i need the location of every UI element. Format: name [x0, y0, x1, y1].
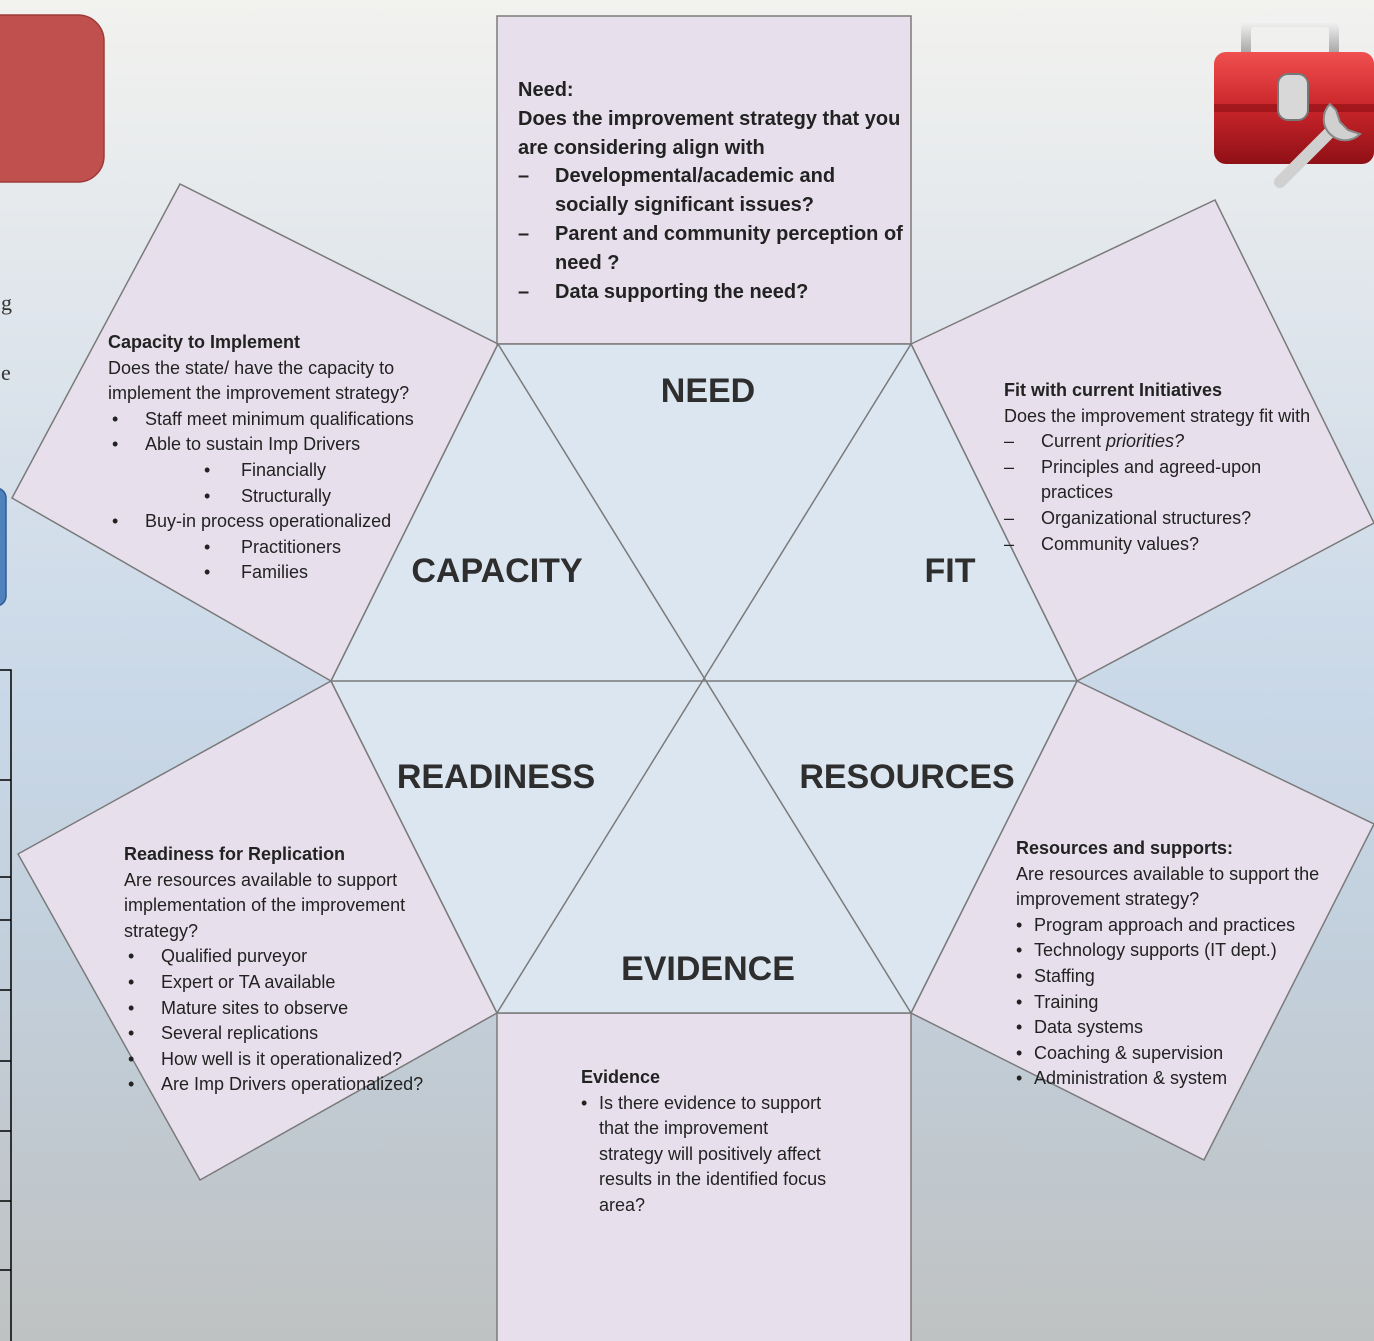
list-item: Expert or TA available	[124, 970, 454, 996]
capacity-list: Staff meet minimum qualifications Able t…	[108, 407, 453, 586]
fit-text: Fit with current Initiatives Does the im…	[1004, 378, 1314, 557]
need-list: Developmental/academic and socially sign…	[518, 162, 906, 306]
list-item: Staff meet minimum qualifications	[108, 407, 453, 433]
readiness-heading: Readiness for Replication	[124, 844, 346, 864]
fit-item-italic: priorities?	[1106, 431, 1185, 452]
left-edge-char: e	[1, 360, 11, 385]
list-item: Principles and agreed-upon practices	[1004, 455, 1314, 506]
list-item: Several replications	[124, 1021, 454, 1047]
red-box	[0, 14, 105, 183]
table-row-lines	[0, 779, 11, 1271]
readiness-list: Qualified purveyor Expert or TA availabl…	[124, 944, 454, 1098]
hex-label-need: NEED	[660, 372, 756, 410]
readiness-text: Readiness for Replication Are resources …	[124, 842, 454, 1098]
evidence-list: Is there evidence to support that the im…	[581, 1091, 837, 1219]
list-item: How well is it operationalized?	[124, 1047, 454, 1073]
toolbox-icon	[1214, 17, 1374, 188]
list-item: Community values?	[1004, 532, 1314, 558]
blue-box	[0, 488, 7, 606]
resources-list: Program approach and practices Technolog…	[1016, 913, 1326, 1092]
list-item: Buy-in process operationalized	[108, 509, 453, 535]
list-item: Administration & system	[1016, 1066, 1326, 1092]
need-question: Does the improvement strategy that you a…	[518, 107, 901, 159]
table-outline	[0, 669, 12, 1341]
list-subitem: Practitioners	[108, 535, 453, 561]
hex-label-evidence: EVIDENCE	[621, 950, 795, 988]
left-edge-char: g	[1, 290, 12, 315]
resources-question: Are resources available to support the i…	[1016, 863, 1320, 910]
list-item: Program approach and practices	[1016, 913, 1326, 939]
list-item: Is there evidence to support that the im…	[581, 1091, 837, 1219]
hex-label-resources: RESOURCES	[799, 758, 1015, 796]
list-subitem: Financially	[108, 458, 453, 484]
need-heading: Need:	[518, 79, 574, 101]
list-subitem: Families	[108, 560, 453, 586]
capacity-question: Does the state/ have the capacity to imp…	[108, 357, 410, 404]
list-item: Parent and community perception of need …	[518, 220, 906, 278]
hex-label-readiness: READINESS	[396, 758, 596, 796]
list-item: Technology supports (IT dept.)	[1016, 938, 1326, 964]
list-item: Data supporting the need?	[518, 278, 906, 307]
list-item: Staffing	[1016, 964, 1326, 990]
list-item: Mature sites to observe	[124, 996, 454, 1022]
evidence-heading: Evidence	[581, 1067, 661, 1087]
resources-text: Resources and supports: Are resources av…	[1016, 836, 1326, 1092]
hexagon-spokes	[331, 343, 1077, 1014]
hex-label-fit: FIT	[924, 552, 976, 590]
list-item: Developmental/academic and socially sign…	[518, 162, 906, 220]
readiness-question: Are resources available to support imple…	[124, 869, 406, 941]
list-item: Coaching & supervision	[1016, 1041, 1326, 1067]
fit-item-prefix: Current	[1041, 431, 1107, 452]
fit-list: Current priorities? Principles and agree…	[1004, 429, 1314, 557]
list-subitem: Structurally	[108, 484, 453, 510]
list-item: Data systems	[1016, 1015, 1326, 1041]
list-item: Qualified purveyor	[124, 944, 454, 970]
list-item: Are Imp Drivers operationalized?	[124, 1072, 454, 1098]
evidence-text: Evidence Is there evidence to support th…	[581, 1065, 837, 1219]
list-item: Organizational structures?	[1004, 506, 1314, 532]
fit-heading: Fit with current Initiatives	[1004, 380, 1223, 400]
list-item: Current priorities?	[1004, 429, 1314, 455]
list-item: Able to sustain Imp Drivers	[108, 432, 453, 458]
capacity-heading: Capacity to Implement	[108, 332, 301, 352]
resources-heading: Resources and supports:	[1016, 838, 1234, 858]
capacity-text: Capacity to Implement Does the state/ ha…	[108, 330, 453, 586]
need-text: Need: Does the improvement strategy that…	[518, 76, 906, 306]
fit-question: Does the improvement strategy fit with	[1004, 405, 1311, 426]
list-item: Training	[1016, 990, 1326, 1016]
